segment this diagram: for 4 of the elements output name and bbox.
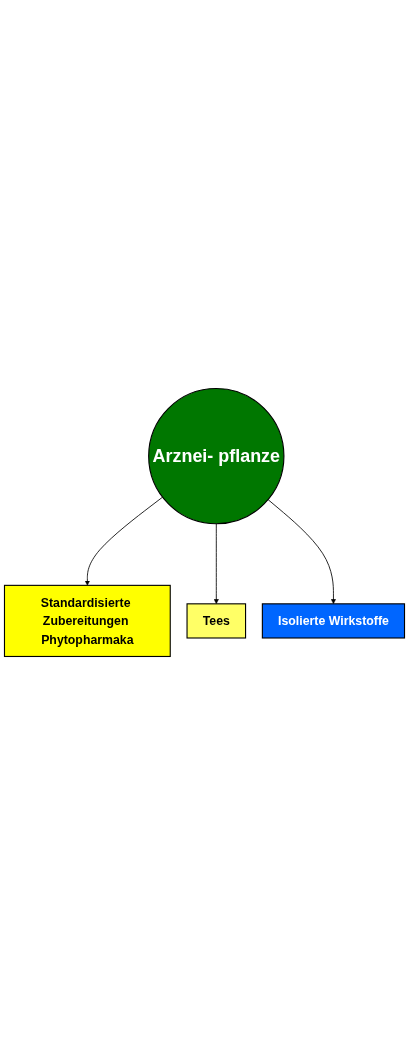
node-circle: Arznei- pflanze: [148, 387, 285, 525]
node-box: Isolierte Wirkstoffe: [261, 603, 406, 639]
node-box: Standardisierte Zubereitungen Phytopharmaka: [3, 584, 171, 658]
node-box: Tees: [186, 603, 247, 639]
